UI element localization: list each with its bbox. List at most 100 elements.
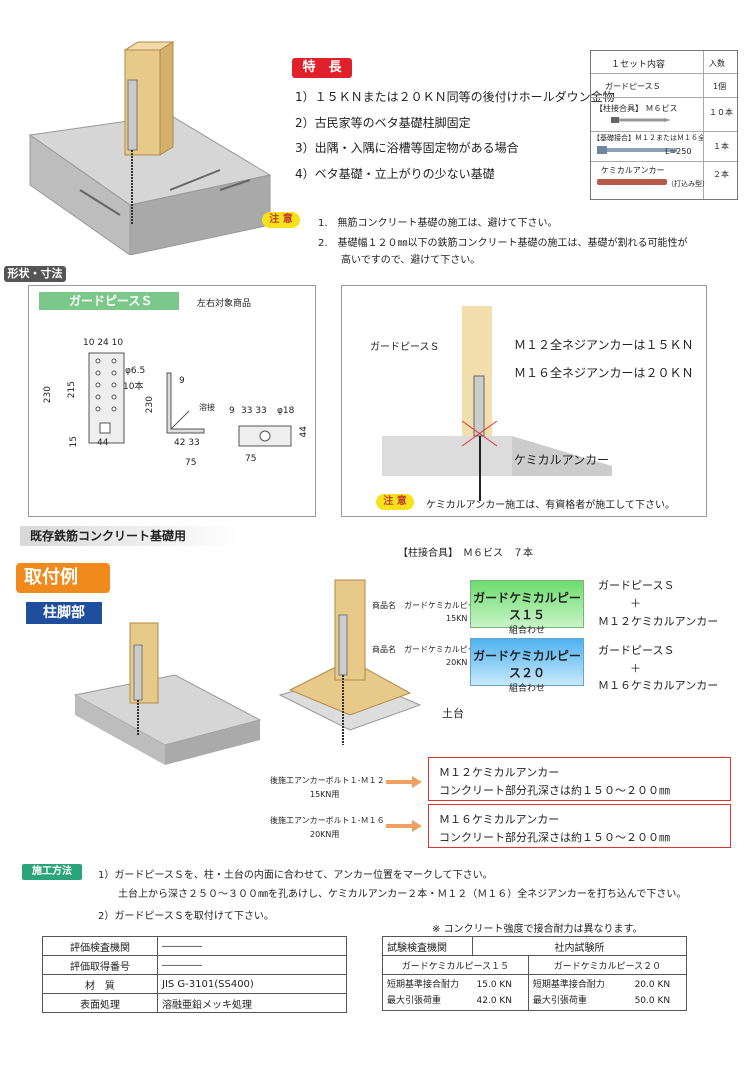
product-2-box: ガードケミカルピース２０ 組合わせ xyxy=(470,638,584,694)
features-badge: 特 長 xyxy=(292,58,352,78)
spec-key-1: 評価検査機関 xyxy=(42,936,158,956)
product-1-label: 商品名 ガードケミカルピース１５ xyxy=(372,601,500,610)
dim-hole: φ6.5 xyxy=(125,366,146,376)
dimensions-title: ガードピースＳ xyxy=(39,292,179,310)
product-2-kn: 20KN xyxy=(446,658,468,667)
column-base-tab: 柱脚部 xyxy=(26,602,102,624)
method-line-1: 1）ガードピースＳを、柱・土台の内面に合わせて、アンカー位置をマークして下さい。 xyxy=(98,870,493,881)
spec-val-2: ―――― xyxy=(157,955,347,975)
bolt-1-label-2: 15KN用 xyxy=(310,790,340,799)
product-1-comp-1: ガードピースＳ xyxy=(598,579,675,592)
shape-section-tab: 形状・寸法 xyxy=(4,266,66,282)
dim-top: 10 24 10 xyxy=(83,338,124,348)
note-1-line-3: 高いですので、避けて下さい。 xyxy=(341,255,481,266)
test-org-key: 試験検査機関 xyxy=(382,936,473,956)
set-row-1: ガードピースＳ xyxy=(605,82,661,91)
test-c2-r2-key: 最大引張荷重 xyxy=(532,995,587,1006)
dim-h215: 215 xyxy=(67,381,77,399)
dim-side-230: 230 xyxy=(145,396,155,414)
test-c1-r2: 42.0 KN xyxy=(476,995,513,1006)
product-2-plus: ＋ xyxy=(630,662,641,675)
bottom-plate-drawing xyxy=(238,425,292,447)
set-row-4-sub: （打込み型） xyxy=(667,180,709,188)
diagram-m16: Ｍ１６全ネジアンカーは２０ＫＮ xyxy=(514,366,694,380)
front-plate-drawing xyxy=(88,352,125,444)
example-foundation-left xyxy=(73,622,262,765)
set-row-2-qty: １０本 xyxy=(709,108,733,117)
screw-line: 【柱接合具】 Ｍ６ビス ７本 xyxy=(398,548,533,559)
feature-1: 1）１５ＫＮまたは２０ＫＮ同等の後付けホールダウン金物 xyxy=(295,90,615,104)
install-diagram-box: ガードピースＳ Ｍ１２全ネジアンカーは１５ＫＮ Ｍ１６全ネジアンカーは２０ＫＮ … xyxy=(341,285,707,517)
diagram-chem: ケミカルアンカー xyxy=(514,453,610,467)
bolt-1-line-2: コンクリート部分孔深さは約１５０～２００㎜ xyxy=(439,784,670,797)
dim-bot-9: 9 xyxy=(229,406,235,416)
diagram-note-text: ケミカルアンカー施工は、有資格者が施工して下さい。 xyxy=(426,500,675,511)
feature-4: 4）ベタ基礎・立上がりの少ない基礎 xyxy=(295,167,495,181)
test-c1-r1: 15.0 KN xyxy=(476,979,513,990)
test-col-2: ガードケミカルピース２０ xyxy=(527,955,688,975)
dim-side-75: 75 xyxy=(185,458,197,468)
example-tab: 取付例 xyxy=(16,563,110,593)
product-2-name: ガードケミカルピース２０ xyxy=(473,649,581,680)
diagram-note-badge: 注 意 xyxy=(376,494,414,510)
dim-bot-hole: φ18 xyxy=(277,406,295,416)
dim-bot-44: 44 xyxy=(299,426,309,438)
test-col-1: ガードケミカルピース１５ xyxy=(382,955,529,975)
dim-side-9: 9 xyxy=(179,376,185,386)
bolt-1-line-1: Ｍ１２ケミカルアンカー xyxy=(439,766,560,779)
bolt-2-box: Ｍ１６ケミカルアンカー コンクリート部分孔深さは約１５０～２００㎜ xyxy=(428,804,731,848)
feature-3: 3）出隅・入隅に浴槽等固定物がある場合 xyxy=(295,141,519,155)
spec-val-4: 溶融亜鉛メッキ処理 xyxy=(157,993,347,1013)
set-row-4: ケミカルアンカー xyxy=(601,166,665,175)
set-row-4-qty: ２本 xyxy=(713,170,729,179)
anchor-bolt-icon xyxy=(597,146,677,154)
feature-2: 2）古民家等のベタ基礎柱脚固定 xyxy=(295,116,471,130)
dodai-label: 土台 xyxy=(442,707,464,720)
set-row-3: 【基礎接合】Ｍ１２またはＭ１６全ネジアンカー xyxy=(593,134,703,142)
test-c2-r2: 50.0 KN xyxy=(634,995,671,1006)
product-1-name: ガードケミカルピース１５ xyxy=(473,591,581,622)
bolt-1-label-1: 後施工アンカーボルト１-Ｍ１２ xyxy=(270,776,385,785)
dim-h230: 230 xyxy=(43,386,53,404)
set-row-3-qty: １本 xyxy=(713,142,729,151)
test-c2-r1-key: 短期基準接合耐力 xyxy=(532,979,605,990)
method-badge: 施工方法 xyxy=(22,864,82,880)
product-2-label: 商品名 ガードケミカルピース２０ xyxy=(372,645,500,654)
product-1-kn: 15KN xyxy=(446,614,468,623)
dim-side-42-33: 42 33 xyxy=(174,438,200,448)
spec-val-3: JIS G-3101(SS400) xyxy=(157,974,347,994)
test-org-val: 社内試験所 xyxy=(472,936,687,956)
dim-bot-75: 75 xyxy=(245,454,257,464)
product-1-sub: 組合わせ xyxy=(508,626,545,636)
note-1-line-2: 2. 基礎幅１２０㎜以下の鉄筋コンクリート基礎の施工は、基礎が割れる可能性が xyxy=(318,238,688,249)
bolt-2-line-1: Ｍ１６ケミカルアンカー xyxy=(439,813,560,826)
bolt-2-label-2: 20KN用 xyxy=(310,830,340,839)
cross-section-drawing xyxy=(382,306,612,501)
existing-heading: 既存鉄筋コンクリート基礎用 xyxy=(20,526,240,546)
set-row-2: 【柱接合具】 Ｍ６ビス xyxy=(595,104,678,113)
spec-key-3: 材 質 xyxy=(42,974,158,994)
set-contents-table: １セット内容 入数 ガードピースＳ 1個 【柱接合具】 Ｍ６ビス １０本 【基礎… xyxy=(590,50,738,200)
lr-symmetric: 左右対象商品 xyxy=(197,299,252,309)
set-qty-head: 入数 xyxy=(709,59,725,68)
product-2-sub: 組合わせ xyxy=(508,684,545,694)
set-head: １セット内容 xyxy=(611,60,666,70)
diagram-gp-label: ガードピースＳ xyxy=(370,342,440,353)
bolt-1-box: Ｍ１２ケミカルアンカー コンクリート部分孔深さは約１５０～２００㎜ xyxy=(428,757,731,801)
spec-key-4: 表面処理 xyxy=(42,993,158,1013)
method-line-2: 土台上から深さ２５０～３００㎜を孔あけし、ケミカルアンカー２本・Ｍ１２（Ｍ１６）… xyxy=(118,889,687,900)
set-row-1-qty: 1個 xyxy=(713,82,727,91)
test-c1-r2-key: 最大引張荷重 xyxy=(387,995,442,1006)
example-foundation-right xyxy=(278,579,422,745)
test-c1-r1-key: 短期基準接合耐力 xyxy=(387,979,460,990)
arrow-1-icon xyxy=(386,776,422,788)
diagram-m12: Ｍ１２全ネジアンカーは１５ＫＮ xyxy=(514,338,694,352)
top-foundation-illustration xyxy=(28,41,272,255)
bolt-2-label-1: 後施工アンカーボルト１-Ｍ１６ xyxy=(270,816,385,825)
product-1-comp-2: Ｍ１２ケミカルアンカー xyxy=(598,615,719,628)
test-c2-r1: 20.0 KN xyxy=(634,979,671,990)
dim-bot-33: 33 33 xyxy=(241,406,267,416)
dim-hole-count: 10本 xyxy=(123,382,144,392)
product-1-box: ガードケミカルピース１５ 組合わせ xyxy=(470,580,584,636)
spec-key-2: 評価取得番号 xyxy=(42,955,158,975)
